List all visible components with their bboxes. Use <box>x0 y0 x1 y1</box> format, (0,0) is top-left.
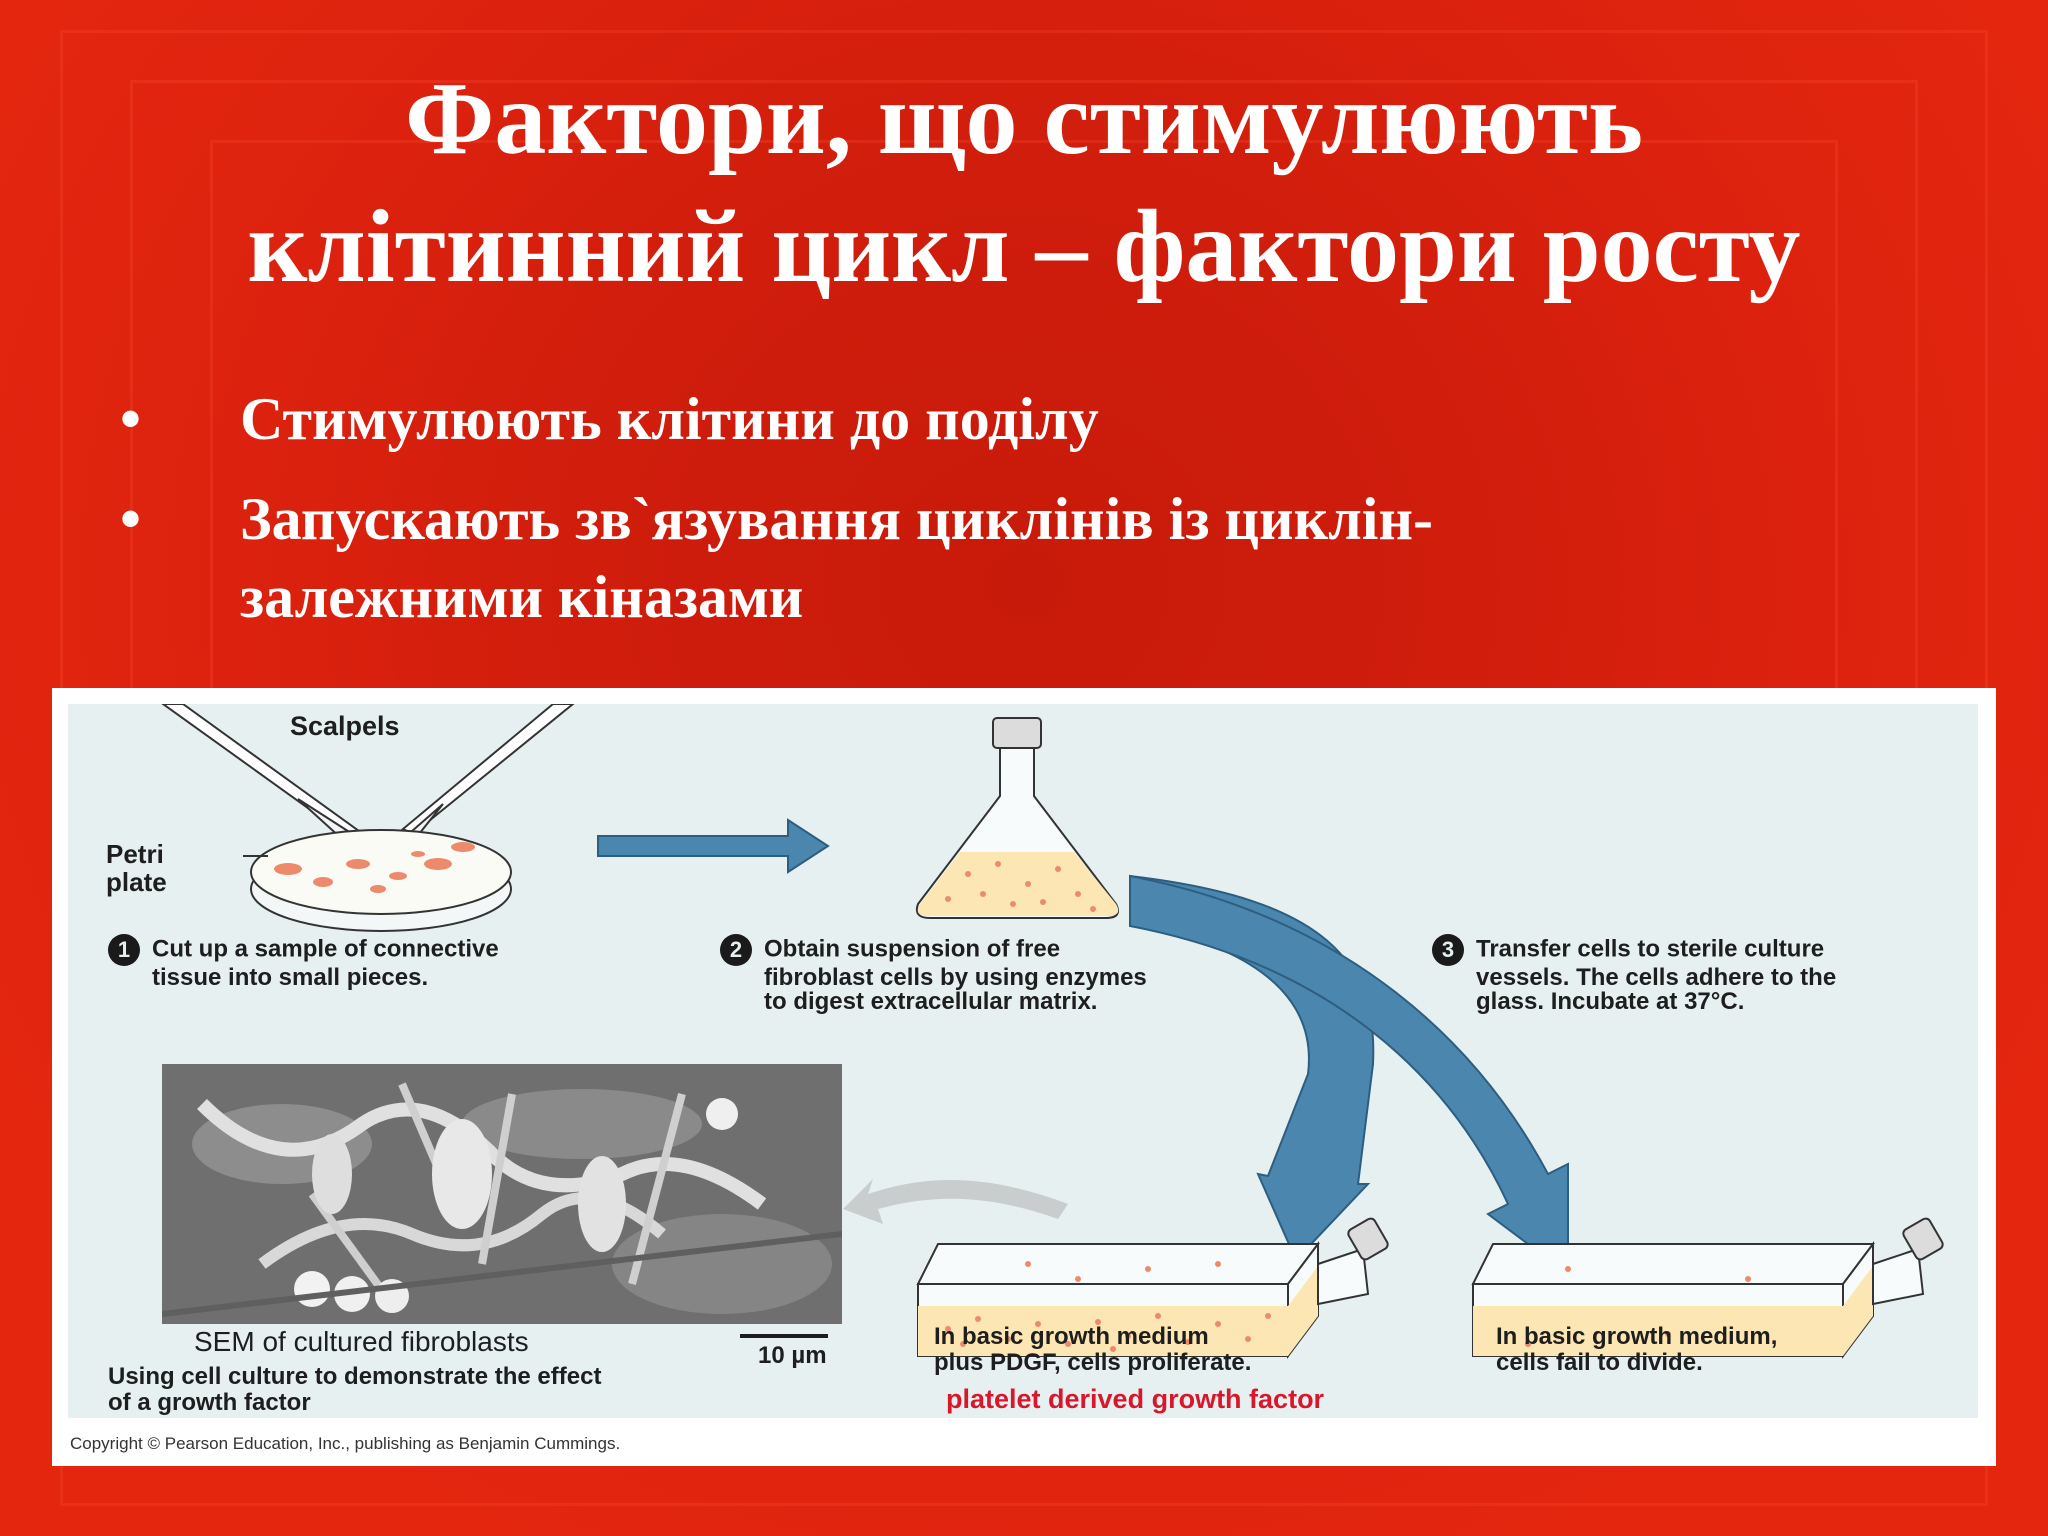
step-number: 2 <box>720 934 752 966</box>
result-line: In basic growth medium, <box>1496 1323 1778 1350</box>
cell-culture-figure: Scalpels Petri plate 1 Cut up a sample of… <box>52 688 1996 1466</box>
step-line: glass. Incubate at 37°C. <box>1476 988 1745 1015</box>
bullet-marker: • <box>120 386 142 452</box>
petri-label: Petri <box>106 839 164 869</box>
step-arrow-icon <box>597 818 830 874</box>
scalpels-label: Scalpels <box>290 711 400 741</box>
result-line: In basic growth medium <box>934 1323 1209 1350</box>
step-line: vessels. The cells adhere to the <box>1476 964 1837 991</box>
caption-line: of a growth factor <box>108 1389 311 1416</box>
culture-vessel-pdgf-icon <box>916 1217 1389 1359</box>
petri-plate-icon <box>243 829 512 932</box>
pdgf-result-text: In basic growth medium plus PDGF, cells … <box>934 1324 1251 1376</box>
figure-caption: Using cell culture to demonstrate the ef… <box>108 1364 601 1416</box>
plate-label: plate <box>106 867 167 897</box>
figure-graphics <box>161 704 1944 1359</box>
bullet-item: • Стимулюють клітини до поділу <box>120 380 1620 458</box>
flask-icon <box>915 717 1119 919</box>
step-2-text: 2 Obtain suspension of free fibroblast ce… <box>720 934 1147 1014</box>
slide-title: Фактори, що стимулюють клітинний цикл – … <box>0 55 2048 311</box>
step-1-text: 1 Cut up a sample of connective tissue in… <box>108 934 499 990</box>
figure-panel: Scalpels Petri plate 1 Cut up a sample of… <box>68 704 1978 1418</box>
step-line: Obtain suspension of free <box>764 935 1061 963</box>
step-number: 3 <box>1432 934 1464 966</box>
bullet-item: • Запускають зв`язування циклінів із цик… <box>120 480 1460 636</box>
basic-result-text: In basic growth medium, cells fail to di… <box>1496 1324 1777 1376</box>
step-line: Transfer cells to sterile culture <box>1476 935 1825 963</box>
step-line: tissue into small pieces. <box>152 964 429 991</box>
copyright-notice: Copyright © Pearson Education, Inc., pub… <box>70 1434 621 1453</box>
result-arrow-icon <box>843 1179 1068 1224</box>
sem-texture <box>162 1064 842 1324</box>
result-line: plus PDGF, cells proliferate. <box>934 1349 1252 1376</box>
culture-vessel-basic-icon <box>1471 1217 1944 1359</box>
bullet-marker: • <box>120 486 142 552</box>
pdgf-expansion-label: platelet derived growth factor <box>946 1384 1325 1414</box>
step-line: fibroblast cells by using enzymes <box>764 964 1147 991</box>
caption-line: Using cell culture to demonstrate the ef… <box>108 1363 602 1390</box>
bullet-text: Стимулюють клітини до поділу <box>240 386 1099 452</box>
step-line: Cut up a sample of connective <box>152 935 499 963</box>
scale-bar-label: 10 µm <box>758 1342 827 1369</box>
title-line-2: клітинний цикл – фактори росту <box>247 189 1801 304</box>
step-3-text: 3 Transfer cells to sterile culture vesse… <box>1432 934 1836 1014</box>
title-line-1: Фактори, що стимулюють <box>405 61 1643 176</box>
sem-caption: SEM of cultured fibroblasts <box>194 1326 529 1357</box>
bullet-list: • Стимулюють клітини до поділу • Запуска… <box>120 380 1620 658</box>
step-number: 1 <box>108 934 140 966</box>
result-line: cells fail to divide. <box>1496 1349 1703 1376</box>
sem-micrograph <box>162 1064 842 1324</box>
step-line: to digest extracellular matrix. <box>764 988 1098 1015</box>
bullet-text: Запускають зв`язування циклінів із циклі… <box>240 486 1434 630</box>
